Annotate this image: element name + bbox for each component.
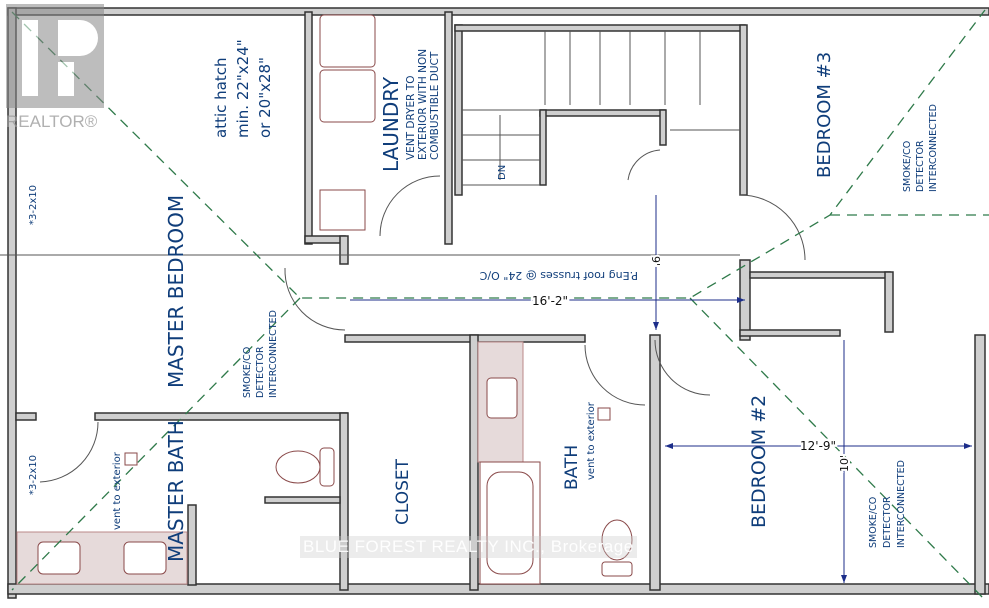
room-label-bedroom3: BEDROOM #3 (814, 52, 835, 178)
dimension-bed2-depth: 10' (838, 455, 851, 472)
vent-icon (124, 452, 138, 466)
dryer-note: COMBUSTIBLE DUCT (429, 51, 441, 160)
dimension-bed2-width: 12'-9" (800, 439, 836, 453)
vent-icon (597, 407, 611, 421)
smoke-note: SMOKE/CO (902, 141, 913, 192)
room-label-master-bath: MASTER BATH (164, 420, 188, 562)
dryer-note: VENT DRYER TO (405, 76, 417, 161)
stair-down-label: DN (497, 165, 508, 180)
room-label-bath: BATH (562, 445, 582, 490)
smoke-note: SMOKE/CO (242, 347, 253, 398)
vent-note: vent to exterior (112, 451, 123, 530)
smoke-note: INTERCONNECTED (928, 104, 939, 192)
dimension-lines (350, 195, 972, 583)
vent-note: vent to exterior (586, 401, 597, 480)
realtor-logo (6, 4, 104, 108)
header-note: *3-2x10 (28, 185, 39, 225)
brokerage-watermark: BLUE FOREST REALTY INC., Brokerage (300, 536, 637, 558)
realtor-wordmark: REALTOR® (6, 112, 98, 131)
fixtures (16, 14, 633, 585)
dimension-hall-depth: 9' (649, 256, 662, 266)
smoke-note: INTERCONNECTED (896, 460, 907, 548)
room-label-master-bedroom: MASTER BEDROOM (164, 195, 188, 388)
smoke-note: DETECTOR (882, 496, 893, 548)
attic-note: or 20"x28" (256, 57, 274, 138)
attic-note: min. 22"x24" (234, 39, 252, 138)
attic-note: attic hatch (212, 58, 230, 138)
stairs (462, 31, 740, 186)
header-note: *3-2x10 (28, 455, 39, 495)
labels: MASTER BEDROOM MASTER BATH LAUNDRY BEDRO… (28, 39, 939, 562)
roof-lines (11, 9, 989, 601)
walls (7, 7, 989, 599)
smoke-note: DETECTOR (915, 140, 926, 192)
room-label-laundry: LAUNDRY (379, 76, 403, 172)
dimension-hall-width: 16'-2" (532, 294, 568, 308)
room-label-closet: CLOSET (393, 458, 413, 525)
smoke-note: DETECTOR (255, 346, 266, 398)
smoke-note: INTERCONNECTED (268, 310, 279, 398)
dryer-note: EXTERIOR WITH NON (417, 49, 429, 160)
smoke-note: SMOKE/CO (868, 497, 879, 548)
doors (0, 149, 806, 483)
room-label-bedroom2: BEDROOM #2 (748, 395, 770, 528)
trusses-note: P.Eng roof trusses @ 24" O/C (479, 269, 638, 282)
